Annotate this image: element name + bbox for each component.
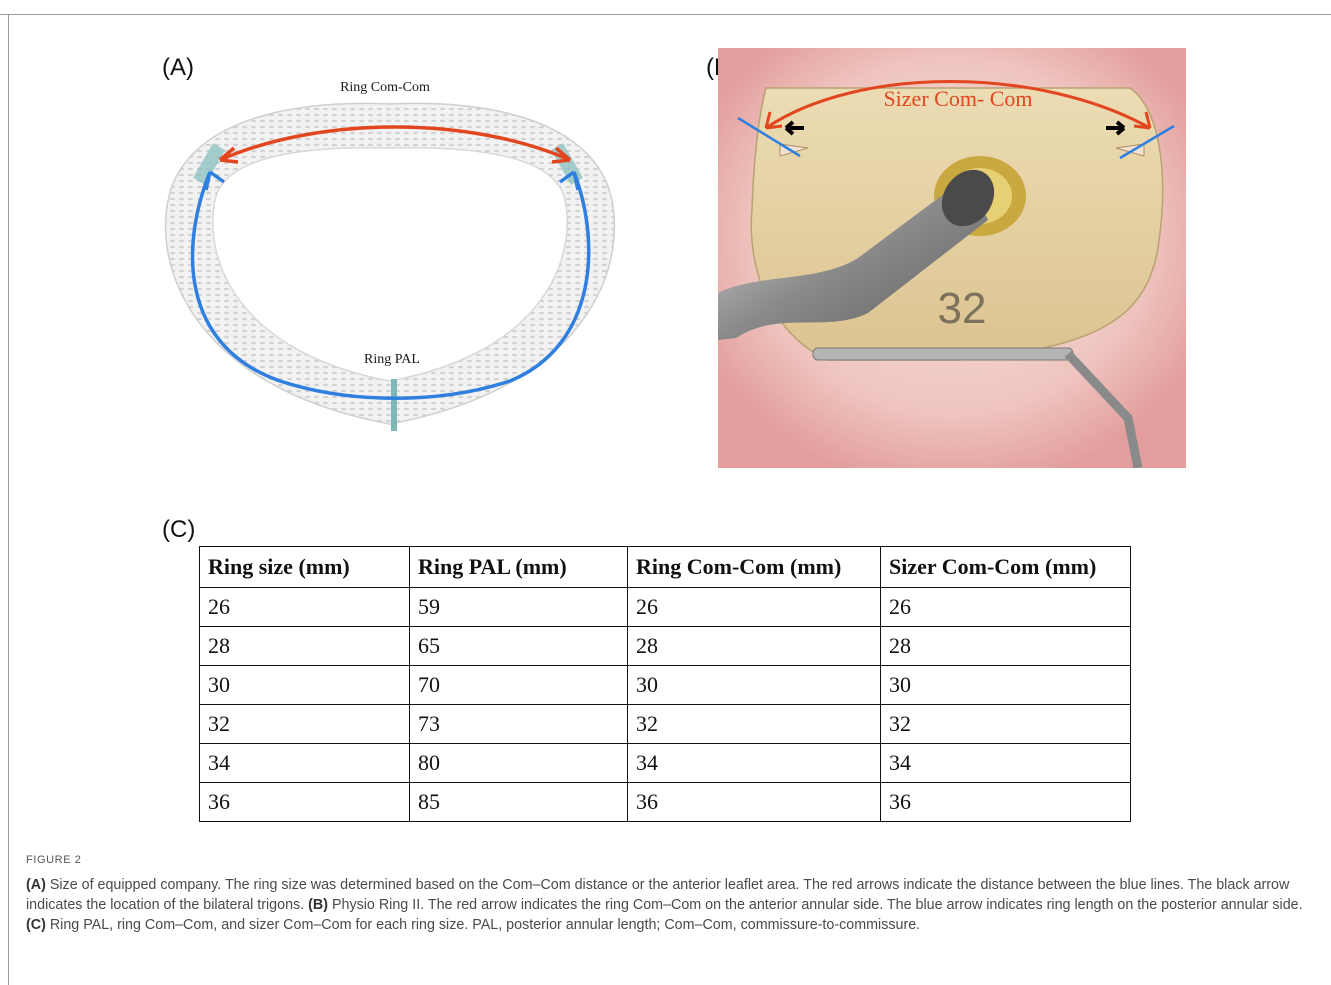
cell-ring-pal: 70	[410, 666, 628, 705]
caption-text-b: Physio Ring II. The red arrow indicates …	[328, 897, 1303, 913]
frame-top-rule	[0, 14, 1331, 15]
cell-ring-size: 28	[200, 627, 410, 666]
cell-ring-com-com: 26	[628, 588, 881, 627]
header-sizer-com-com: Sizer Com-Com (mm)	[881, 547, 1131, 588]
cell-ring-pal: 59	[410, 588, 628, 627]
table-row: 26 59 26 26	[200, 588, 1131, 627]
ring-body	[150, 76, 630, 441]
cell-ring-com-com: 30	[628, 666, 881, 705]
table-row: 34 80 34 34	[200, 744, 1131, 783]
caption-tag-a: (A)	[26, 877, 46, 893]
panel-c-label: (C)	[162, 516, 195, 544]
figure-caption: (A) Size of equipped company. The ring s…	[26, 875, 1311, 935]
sizer-size-number: 32	[938, 284, 987, 333]
cell-ring-com-com: 32	[628, 705, 881, 744]
cell-ring-pal: 80	[410, 744, 628, 783]
cell-sizer-com-com: 36	[881, 783, 1131, 822]
ring-illustration: Ring Com-Com Ring PAL	[150, 76, 630, 441]
figure-label: FIGURE 2	[26, 854, 82, 866]
cell-ring-pal: 73	[410, 705, 628, 744]
ring-size-table: Ring size (mm) Ring PAL (mm) Ring Com-Co…	[199, 546, 1131, 822]
header-ring-com-com: Ring Com-Com (mm)	[628, 547, 881, 588]
cell-ring-pal: 85	[410, 783, 628, 822]
table-row: 32 73 32 32	[200, 705, 1131, 744]
cell-ring-com-com: 34	[628, 744, 881, 783]
cell-sizer-com-com: 30	[881, 666, 1131, 705]
table-row: 36 85 36 36	[200, 783, 1131, 822]
sizer-com-com-label: Sizer Com- Com	[883, 86, 1032, 111]
caption-tag-b: (B)	[308, 897, 328, 913]
cell-ring-size: 34	[200, 744, 410, 783]
cell-sizer-com-com: 32	[881, 705, 1131, 744]
ring-com-com-label: Ring Com-Com	[340, 80, 430, 95]
sizer-illustration: Sizer Com- Com 32	[718, 48, 1186, 468]
cell-sizer-com-com: 26	[881, 588, 1131, 627]
cell-sizer-com-com: 34	[881, 744, 1131, 783]
cell-ring-size: 32	[200, 705, 410, 744]
cell-ring-com-com: 36	[628, 783, 881, 822]
caption-text-c: Ring PAL, ring Com–Com, and sizer Com–Co…	[46, 917, 920, 933]
cell-ring-pal: 65	[410, 627, 628, 666]
header-ring-pal: Ring PAL (mm)	[410, 547, 628, 588]
caption-tag-c: (C)	[26, 917, 46, 933]
cell-ring-size: 30	[200, 666, 410, 705]
cell-ring-com-com: 28	[628, 627, 881, 666]
table-row: 28 65 28 28	[200, 627, 1131, 666]
cell-ring-size: 36	[200, 783, 410, 822]
cell-sizer-com-com: 28	[881, 627, 1131, 666]
table-row: 30 70 30 30	[200, 666, 1131, 705]
table-header-row: Ring size (mm) Ring PAL (mm) Ring Com-Co…	[200, 547, 1131, 588]
frame-left-rule	[8, 14, 9, 985]
ring-pal-label: Ring PAL	[364, 352, 420, 367]
header-ring-size: Ring size (mm)	[200, 547, 410, 588]
cell-ring-size: 26	[200, 588, 410, 627]
